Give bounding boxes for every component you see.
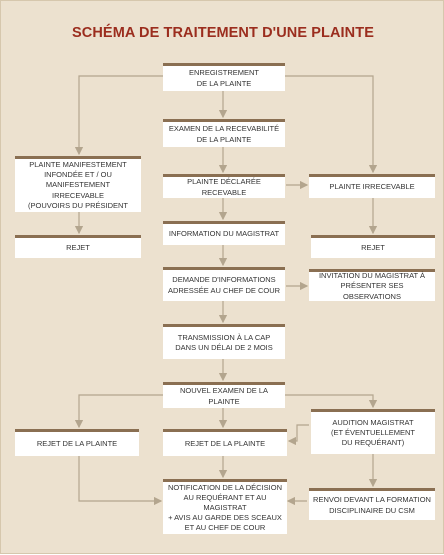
box-examen-recevabilite: EXAMEN DE LA RECEVABILITÉ DE LA PLAINTE bbox=[163, 119, 285, 147]
link-rejet-left-notification bbox=[78, 456, 163, 506]
link-nouvel-audition bbox=[285, 394, 378, 409]
box-rejet-left: REJET bbox=[15, 235, 141, 258]
box-audition-magistrat: AUDITION MAGISTRAT (ET ÉVENTUELLEMENT DU… bbox=[311, 409, 435, 454]
box-invitation-magistrat: INVITATION DU MAGISTRAT À PRÉSENTER SES … bbox=[309, 269, 435, 301]
box-plainte-irrecevable: PLAINTE IRRECEVABLE bbox=[309, 174, 435, 198]
link-nouvel-rejet-left bbox=[74, 394, 163, 429]
box-information-magistrat: INFORMATION DU MAGISTRAT bbox=[163, 221, 285, 245]
box-renvoi-formation: RENVOI DEVANT LA FORMATION DISCIPLINAIRE… bbox=[309, 488, 435, 520]
box-transmission-cap: TRANSMISSION À LA CAP DANS UN DÉLAI DE 2… bbox=[163, 324, 285, 359]
box-plainte-recevable: PLAINTE DÉCLARÉE RECEVABLE bbox=[163, 174, 285, 198]
box-demande-informations: DEMANDE D'INFORMATIONS ADRESSÉE AU CHEF … bbox=[163, 267, 285, 301]
box-nouvel-examen: NOUVEL EXAMEN DE LA PLAINTE bbox=[163, 382, 285, 408]
box-rejet-plainte-mid: REJET DE LA PLAINTE bbox=[163, 429, 287, 456]
box-notification-decision: NOTIFICATION DE LA DÉCISION AU REQUÉRANT… bbox=[163, 479, 287, 534]
diagram-title: SCHÉMA DE TRAITEMENT D'UNE PLAINTE bbox=[72, 25, 374, 41]
link-enregistrement-irrecevable bbox=[285, 75, 378, 174]
link-enregistrement-manifestement bbox=[74, 75, 163, 156]
box-rejet-right: REJET bbox=[311, 235, 435, 258]
box-plainte-manifestement: PLAINTE MANIFESTEMENT INFONDÉE ET / OU M… bbox=[15, 156, 141, 212]
box-enregistrement: ENREGISTREMENT DE LA PLAINTE bbox=[163, 63, 285, 91]
link-audition-rejet-mid bbox=[287, 424, 309, 446]
box-rejet-plainte-left: REJET DE LA PLAINTE bbox=[15, 429, 139, 456]
